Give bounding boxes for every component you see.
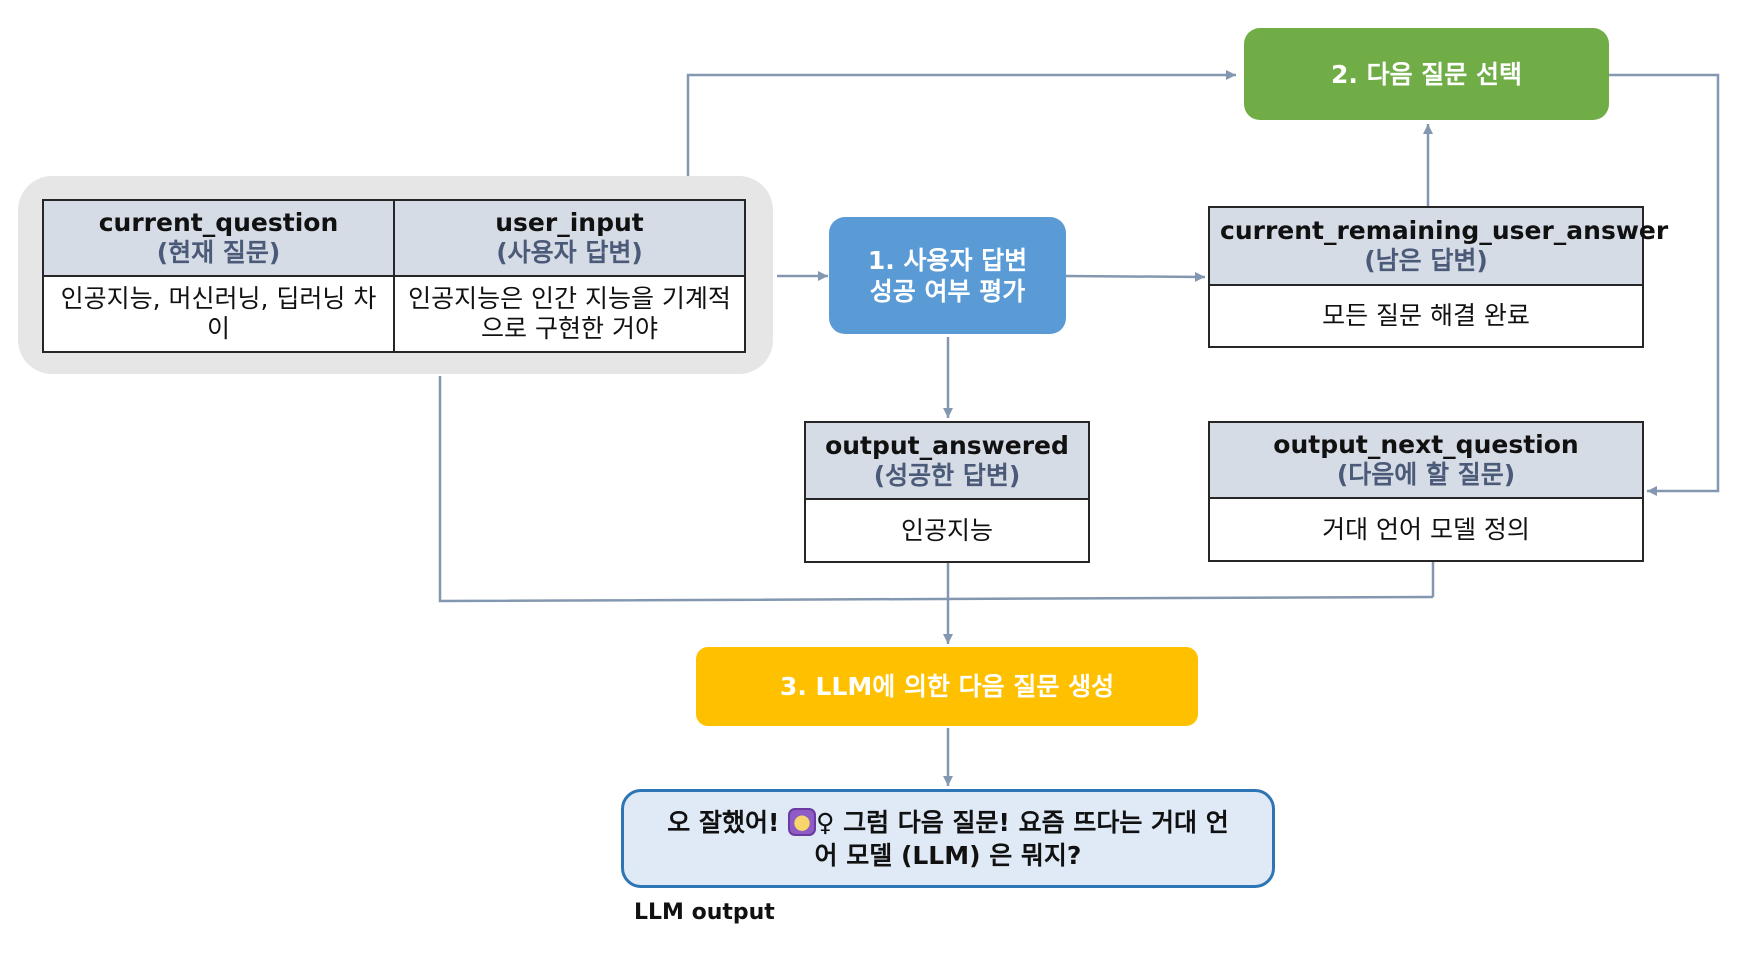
arrow-input-to-next-select (686, 70, 1236, 176)
llm-output-caption: LLM output (634, 900, 775, 925)
answered-var: output_answered (825, 430, 1069, 460)
current-question-var: current_question (98, 208, 339, 237)
user-input-value: 인공지능은 인간 지능을 기계적으로 구현한 거야 (393, 275, 746, 353)
answered-value: 인공지능 (804, 498, 1090, 563)
header-remaining-answer: current_remaining_user_answer (남은 답변) (1208, 206, 1669, 286)
header-answered: output_answered (성공한 답변) (804, 421, 1090, 500)
input-state-table: current_question (현재 질문) user_input (사용자… (42, 199, 746, 353)
next-question-kr: (다음에 할 질문) (1336, 460, 1516, 489)
arrow-evaluate-to-remaining (1064, 271, 1206, 282)
remaining-var: current_remaining_user_answer (1220, 216, 1669, 245)
step-evaluate-answer: 1. 사용자 답변 성공 여부 평가 (829, 217, 1066, 334)
step-select-label: 2. 다음 질문 선택 (1330, 59, 1522, 89)
llm-output-line1: 오 잘했어! ♀ 그럼 다음 질문! 요즘 뜨다는 거대 언 (667, 806, 1229, 839)
llm-output-line2: 어 모델 (LLM) 은 뭐지? (814, 840, 1082, 870)
person-emoji-icon (788, 807, 817, 836)
remaining-kr: (남은 답변) (1364, 246, 1488, 275)
llm-output-bubble: 오 잘했어! ♀ 그럼 다음 질문! 요즘 뜨다는 거대 언 어 모델 (LLM… (621, 789, 1275, 888)
line-input-to-merge (438, 376, 1434, 603)
current-question-value: 인공지능, 머신러닝, 딥러닝 차이 (42, 275, 395, 353)
remaining-answer-table: current_remaining_user_answer (남은 답변) 모든… (1208, 206, 1669, 348)
header-current-question: current_question (현재 질문) (42, 199, 395, 277)
user-input-var: user_input (495, 208, 644, 237)
step-generate-label: 3. LLM에 의한 다음 질문 생성 (779, 672, 1115, 701)
answered-kr: (성공한 답변) (873, 460, 1021, 490)
user-input-kr: (사용자 답변) (496, 238, 643, 267)
llm-output-text-after: ♀ 그럼 다음 질문! 요즘 뜨다는 거대 언 (816, 807, 1229, 837)
next-question-var: output_next_question (1273, 430, 1579, 459)
next-question-value: 거대 언어 모델 정의 (1208, 497, 1644, 562)
step-evaluate-line2: 성공 여부 평가 (869, 276, 1026, 306)
header-user-input: user_input (사용자 답변) (393, 199, 746, 277)
answered-table: output_answered (성공한 답변) 인공지능 (804, 421, 1090, 563)
step-evaluate-line1: 1. 사용자 답변 (867, 245, 1028, 275)
next-question-table: output_next_question (다음에 할 질문) 거대 언어 모델… (1208, 421, 1644, 562)
current-question-kr: (현재 질문) (156, 238, 281, 267)
step-select-next-question: 2. 다음 질문 선택 (1244, 28, 1609, 120)
step-generate-question: 3. LLM에 의한 다음 질문 생성 (696, 647, 1198, 726)
arrow-next-select-to-next-question (1609, 73, 1720, 496)
header-next-question: output_next_question (다음에 할 질문) (1208, 421, 1644, 499)
remaining-value: 모든 질문 해결 완료 (1208, 284, 1644, 348)
llm-output-text-before: 오 잘했어! (667, 807, 780, 837)
